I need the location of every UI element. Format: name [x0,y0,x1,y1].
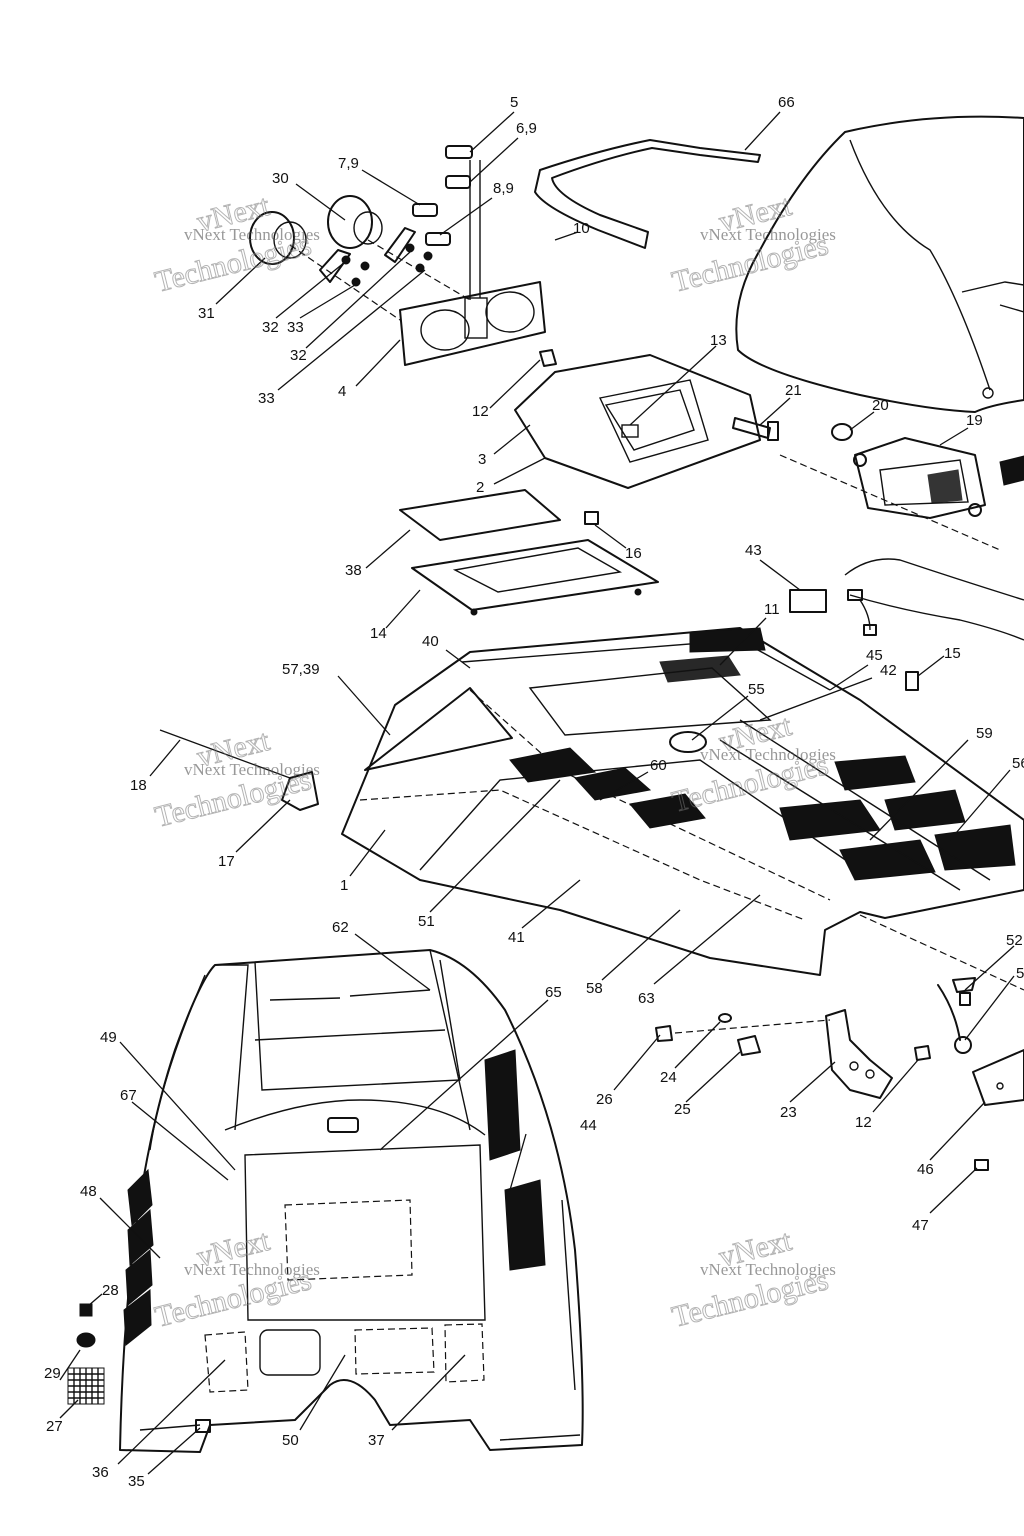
hinge-hardware [655,914,1024,1171]
part-label: 65 [545,984,562,1001]
instrument-panel [249,145,546,366]
console-housing [514,349,779,489]
part-label: 27 [46,1418,63,1435]
part-label: 21 [785,382,802,399]
watermark-text: vNext Technologies [184,225,320,244]
part-label: 7,9 [338,155,359,172]
part-label: 20 [872,397,889,414]
part-label: 44 [580,1117,597,1134]
part-label: 23 [780,1104,797,1121]
watermarks: vNext Technologies vNext Technologies vN… [151,188,836,1334]
part-label: 3 [478,451,486,468]
part-label: 33 [287,319,304,336]
part-label: 8,9 [493,180,514,197]
part-label: 33 [258,390,275,407]
part-label: 36 [92,1464,109,1481]
part-label: 35 [128,1473,145,1490]
trim-strip [534,139,761,249]
part-labels: 5 6,9 7,9 8,9 30 66 10 31 32 33 32 33 4 … [44,94,1024,1490]
headlight [779,423,1024,551]
part-label: 41 [508,929,525,946]
part-label: 56 [1012,755,1024,772]
part-label: 6,9 [516,120,537,137]
part-label: 59 [976,725,993,742]
part-label: 16 [625,545,642,562]
part-label: 52 [1006,932,1023,949]
part-label: 12 [855,1114,872,1131]
part-label: 31 [198,305,215,322]
part-label: 51 [418,913,435,930]
part-label: 1 [340,877,348,894]
part-label: 37 [368,1432,385,1449]
part-label: 32 [262,319,279,336]
part-label: 49 [100,1029,117,1046]
part-label: 66 [778,94,795,111]
part-label: 57,39 [282,661,320,678]
lower-hood [67,949,584,1453]
part-label: 63 [638,990,655,1007]
part-label: 60 [650,757,667,774]
watermark-text: vNext Technologies [184,1260,320,1279]
part-label: 30 [272,170,289,187]
part-label: 10 [573,220,590,237]
part-label: 29 [44,1365,61,1382]
part-label: 5 [510,94,518,111]
part-label: 45 [866,647,883,664]
part-label: 46 [917,1161,934,1178]
part-label: 14 [370,625,387,642]
part-label: 26 [596,1091,613,1108]
part-label: 25 [674,1101,691,1118]
watermark-text: vNext Technologies [184,760,320,779]
part-label: 58 [586,980,603,997]
part-label: 13 [710,332,727,349]
part-label: 18 [130,777,147,794]
watermark-text: vNext Technologies [700,225,836,244]
part-label: 28 [102,1282,119,1299]
watermark-text: vNext Technologies [700,1260,836,1279]
part-label: 40 [422,633,439,650]
part-label: 43 [745,542,762,559]
part-label: 55 [748,681,765,698]
part-label: 11 [764,601,780,618]
part-label: 5 [1016,965,1024,982]
part-label: 50 [282,1432,299,1449]
part-label: 48 [80,1183,97,1200]
part-label: 15 [944,645,961,662]
part-label: 24 [660,1069,677,1086]
main-hood [159,627,1024,976]
leader-lines [59,111,1015,1475]
part-label: 62 [332,919,349,936]
part-label: 12 [472,403,489,420]
part-label: 19 [966,412,983,429]
part-label: 47 [912,1217,929,1234]
part-label: 32 [290,347,307,364]
wiring-harness [789,558,1024,641]
part-label: 2 [476,479,484,496]
watermark-text: vNext Technologies [700,745,836,764]
windshield [735,115,1024,413]
part-label: 4 [338,383,346,400]
part-label: 42 [880,662,897,679]
part-label: 67 [120,1087,137,1104]
part-label: 17 [218,853,235,870]
part-label: 38 [345,562,362,579]
decal-and-plate [399,489,659,616]
